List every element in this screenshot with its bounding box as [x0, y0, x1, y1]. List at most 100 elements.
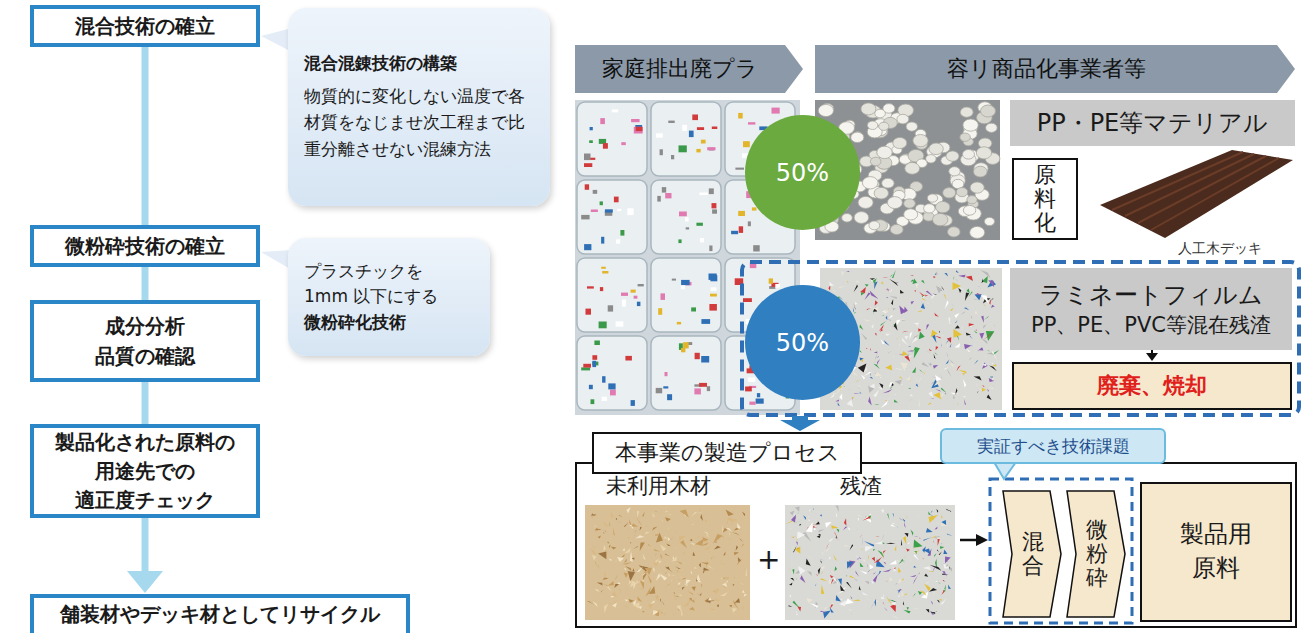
flake — [893, 601, 897, 602]
pellet — [874, 187, 888, 199]
flake — [817, 535, 821, 538]
flake — [797, 607, 801, 612]
flake — [872, 557, 875, 561]
flake — [824, 549, 825, 553]
flake — [624, 547, 631, 553]
bale-speck — [749, 402, 755, 405]
flake — [722, 583, 727, 587]
flake — [882, 554, 885, 559]
flake — [788, 568, 792, 570]
bale-bag — [651, 102, 721, 176]
flake — [894, 400, 898, 403]
flake — [612, 602, 617, 607]
arrow-head — [127, 571, 163, 593]
flake — [859, 586, 861, 591]
flake — [849, 610, 853, 611]
flake — [878, 588, 880, 590]
flake — [882, 373, 885, 379]
flake — [939, 331, 940, 333]
flake — [839, 600, 846, 606]
flake — [671, 556, 677, 561]
flake — [735, 598, 740, 603]
flake — [910, 331, 913, 340]
flake — [914, 555, 920, 561]
flake — [974, 310, 977, 314]
flake — [883, 550, 886, 554]
flake — [622, 562, 632, 564]
flake — [882, 569, 891, 572]
photo-label: 未利用木材 — [606, 472, 711, 500]
bale-speck — [712, 127, 718, 130]
flake — [714, 546, 721, 550]
flake — [595, 561, 599, 570]
flake — [855, 380, 860, 383]
flake — [901, 590, 904, 595]
flake — [818, 534, 821, 535]
deck-groove — [1125, 154, 1254, 216]
bale-speck — [701, 356, 709, 363]
flake — [653, 512, 656, 517]
flake — [726, 520, 728, 525]
flake — [689, 607, 695, 611]
flake — [841, 271, 844, 276]
flake — [671, 575, 676, 577]
flake — [802, 532, 811, 542]
bale-speck — [585, 184, 589, 190]
flake — [870, 306, 872, 308]
flake — [840, 585, 845, 591]
bale-speck — [710, 294, 717, 297]
flake — [923, 566, 932, 570]
bale-speck — [608, 383, 615, 389]
flake — [864, 293, 870, 300]
pellet — [933, 213, 948, 225]
flake — [674, 592, 675, 594]
bale-speck — [600, 201, 603, 205]
flake — [885, 364, 892, 370]
flake — [660, 544, 666, 551]
flake — [903, 610, 910, 614]
flake — [796, 614, 798, 615]
flake — [873, 574, 878, 583]
flake — [595, 528, 602, 530]
flake — [943, 580, 945, 582]
flake — [833, 576, 841, 586]
flow-connector — [145, 267, 146, 301]
flake — [607, 579, 608, 582]
flake — [934, 313, 939, 317]
flake — [592, 555, 597, 561]
flake — [933, 365, 938, 369]
pellet — [986, 123, 998, 132]
flake — [938, 522, 939, 524]
flake — [975, 294, 982, 300]
flake — [635, 535, 644, 538]
stage-banner: 容リ商品化事業者等 — [815, 45, 1295, 93]
flake — [870, 277, 873, 283]
flake — [634, 584, 636, 590]
flake — [822, 571, 823, 575]
flake — [851, 397, 854, 399]
flake — [883, 562, 886, 565]
flake — [946, 543, 948, 545]
flake — [914, 540, 923, 548]
bale-speck — [711, 287, 717, 291]
flake — [903, 560, 905, 563]
flake — [858, 518, 859, 521]
flake — [862, 536, 863, 546]
flake — [874, 352, 878, 354]
flake — [991, 305, 995, 308]
flake — [935, 369, 937, 373]
flake — [964, 344, 971, 349]
flake — [713, 591, 715, 592]
flake — [987, 329, 992, 331]
flake — [981, 279, 983, 284]
bale-speck — [696, 223, 703, 226]
flake — [870, 278, 876, 280]
bale-speck — [679, 145, 687, 152]
flake — [658, 561, 662, 564]
flake — [974, 299, 978, 301]
flake — [632, 603, 639, 609]
flake — [943, 341, 944, 346]
flake — [690, 544, 692, 547]
flake — [721, 577, 723, 579]
flake — [875, 541, 883, 544]
